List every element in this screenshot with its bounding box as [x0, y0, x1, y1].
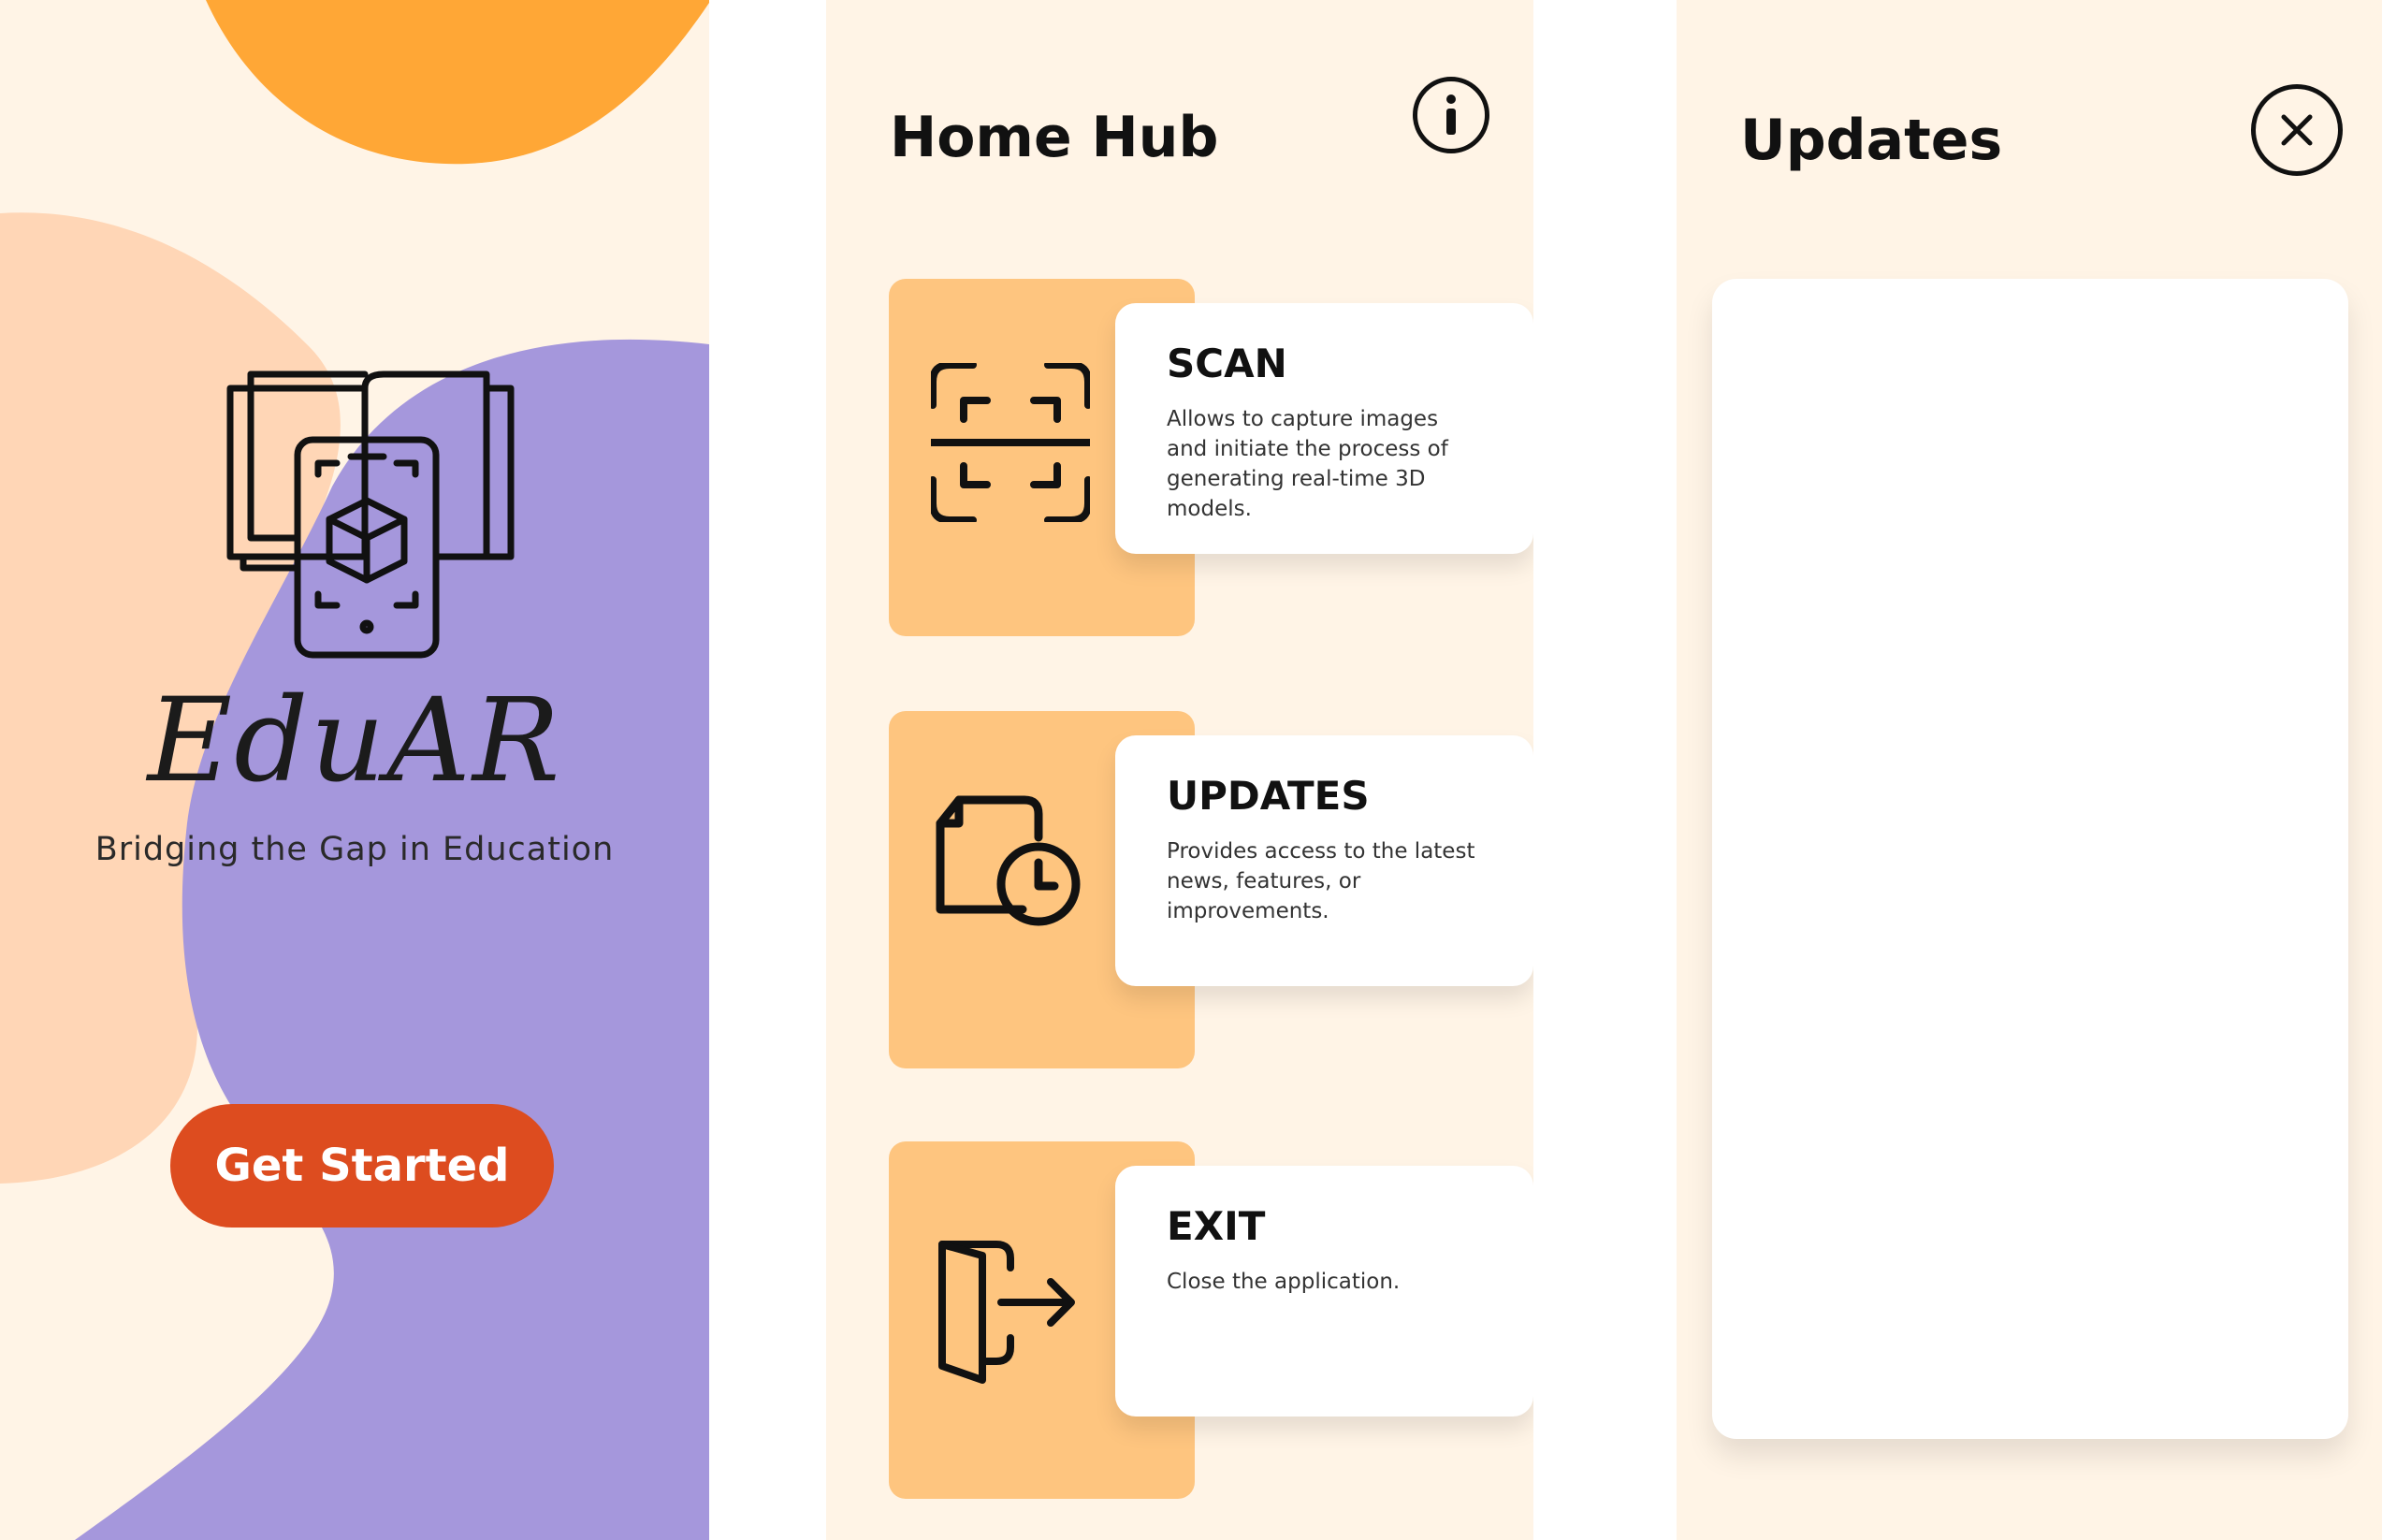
scan-card-panel[interactable]: SCAN Allows to capture images and initia… — [1115, 303, 1533, 554]
close-button[interactable] — [2251, 84, 2343, 176]
exit-card-panel[interactable]: EXIT Close the application. — [1115, 1166, 1533, 1417]
background-blobs — [0, 0, 709, 1540]
scan-description: Allows to capture images and initiate th… — [1167, 407, 1448, 521]
home-hub-screen: Home Hub SCAN Allows to capture images a… — [826, 0, 1533, 1540]
app-name: EduAR — [147, 674, 562, 808]
info-icon — [1446, 94, 1456, 135]
page-title: Home Hub — [890, 105, 1219, 170]
updates-content-panel — [1712, 279, 2348, 1439]
page-title: Updates — [1740, 108, 2003, 173]
exit-title: EXIT — [1167, 1203, 1266, 1249]
exit-door-icon — [931, 1226, 1090, 1385]
close-icon — [2281, 114, 2313, 146]
tagline: Bridging the Gap in Education — [94, 831, 615, 868]
ar-book-phone-cube-icon — [225, 370, 519, 660]
updates-description: Provides access to the latest news, feat… — [1167, 839, 1475, 923]
updates-title: UPDATES — [1167, 773, 1370, 819]
scan-frame-icon — [927, 361, 1094, 524]
info-button[interactable] — [1413, 77, 1489, 153]
splash-screen: EduAR Bridging the Gap in Education Get … — [0, 0, 709, 1540]
updates-screen: Updates — [1677, 0, 2382, 1540]
scan-title: SCAN — [1167, 341, 1287, 386]
exit-description: Close the application. — [1167, 1270, 1401, 1294]
document-clock-icon — [931, 795, 1090, 954]
get-started-button[interactable]: Get Started — [170, 1104, 554, 1228]
updates-card-panel[interactable]: UPDATES Provides access to the latest ne… — [1115, 735, 1533, 986]
